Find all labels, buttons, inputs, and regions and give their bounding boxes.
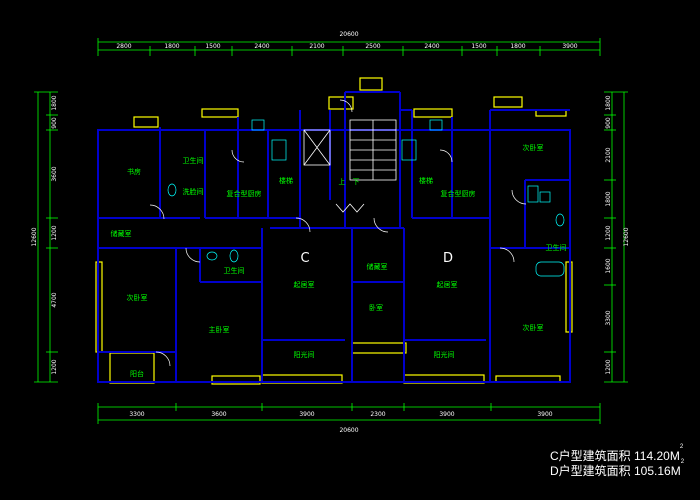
dim-bottom-seg: 3600 — [211, 411, 226, 418]
room-stair-c: 楼梯 — [279, 176, 293, 185]
dim-left-seg: 1800 — [51, 95, 58, 110]
room-living-c: 起居室 — [294, 280, 315, 289]
dim-top-seg: 2500 — [365, 43, 380, 50]
dim-top-seg: 2400 — [254, 43, 269, 50]
dim-right-seg: 1800 — [605, 95, 612, 110]
dim-left-total: 12600 — [31, 227, 38, 246]
room-kitchen-d: 复合型厨房 — [441, 189, 476, 198]
door-swings — [149, 99, 527, 367]
room-bedroom-d2: 次卧室 — [523, 323, 544, 332]
area-c-sup: 2 — [679, 444, 684, 450]
dim-top-seg: 2100 — [309, 43, 324, 50]
dim-top-seg: 3900 — [562, 43, 577, 50]
room-labels: 书房 卫生间 洗脸间 复合型厨房 楼梯 储藏室 次卧室 卫生间 起居室 主卧室 … — [111, 143, 567, 378]
dim-top-total: 20600 — [339, 31, 358, 38]
dim-left-seg: 1200 — [51, 359, 58, 374]
dim-right-seg: 1800 — [605, 191, 612, 206]
dim-right-total: 12600 — [623, 227, 630, 246]
dim-top-seg: 1800 — [164, 43, 179, 50]
room-bath-d: 卫生间 — [546, 243, 567, 252]
unit-c-label: C — [300, 251, 309, 266]
area-d-sup: 2 — [680, 459, 685, 465]
dimension-text: 20600 2800 1800 1500 2400 2100 2500 2400… — [31, 31, 630, 434]
room-master-c: 主卧室 — [209, 325, 230, 334]
dim-bottom-seg: 3900 — [537, 411, 552, 418]
dim-top-seg: 1800 — [510, 43, 525, 50]
dim-right-seg: 3300 — [605, 310, 612, 325]
room-storage-c: 储藏室 — [111, 229, 132, 238]
dim-top-seg: 1500 — [471, 43, 486, 50]
room-balcony-c1: 阳台 — [130, 369, 144, 378]
dim-right-seg: 2100 — [605, 147, 612, 162]
unit-d-label: D — [443, 251, 453, 266]
room-sunroom-d: 阳光间 — [434, 350, 455, 359]
dim-right-seg: 900 — [605, 117, 612, 129]
dim-top-seg: 2400 — [424, 43, 439, 50]
area-c-text: C户型建筑面积 114.20M — [550, 449, 680, 463]
room-stair-d: 楼梯 — [419, 176, 433, 185]
area-d-caption: D户型建筑面积 105.16M2 — [550, 459, 685, 479]
dim-top-seg: 1500 — [205, 43, 220, 50]
room-bath-c1: 卫生间 — [183, 156, 204, 165]
stairs-down-label: 下 — [353, 178, 360, 186]
room-wash-c: 洗脸间 — [183, 187, 204, 196]
room-storage-d: 储藏室 — [367, 262, 388, 271]
dimension-lines — [34, 38, 628, 424]
area-c-caption: C户型建筑面积 114.20M2 — [550, 444, 684, 464]
dim-left-seg: 900 — [51, 117, 58, 129]
stairs-up-label: 上 — [339, 177, 346, 186]
dim-right-seg: 1200 — [605, 225, 612, 240]
room-living-d: 起居室 — [437, 280, 458, 289]
dim-top-seg: 2800 — [116, 43, 131, 50]
dim-right-seg: 1600 — [605, 258, 612, 273]
walls — [97, 91, 571, 383]
dim-right-seg: 1200 — [605, 359, 612, 374]
dim-bottom-seg: 3900 — [299, 411, 314, 418]
dim-left-seg: 4700 — [51, 292, 58, 307]
dim-left-seg: 3600 — [51, 166, 58, 181]
dim-bottom-total: 20600 — [339, 427, 358, 434]
room-master-d: 卧室 — [369, 303, 383, 312]
dim-bottom-seg: 2300 — [370, 411, 385, 418]
dim-bottom-seg: 3900 — [439, 411, 454, 418]
dim-bottom-seg: 3300 — [129, 411, 144, 418]
room-bath-c2: 卫生间 — [224, 266, 245, 275]
stair-core — [303, 119, 397, 213]
windows — [95, 77, 573, 385]
dim-left-seg: 1200 — [51, 225, 58, 240]
room-study: 书房 — [127, 167, 141, 176]
fixtures — [167, 119, 565, 277]
room-kitchen-c: 复合型厨房 — [227, 189, 262, 198]
room-balcony-c2: 阳光间 — [294, 350, 315, 359]
room-bedroom-c2: 次卧室 — [127, 293, 148, 302]
room-bedroom-d1: 次卧室 — [523, 143, 544, 152]
area-d-text: D户型建筑面积 105.16M — [550, 464, 681, 478]
